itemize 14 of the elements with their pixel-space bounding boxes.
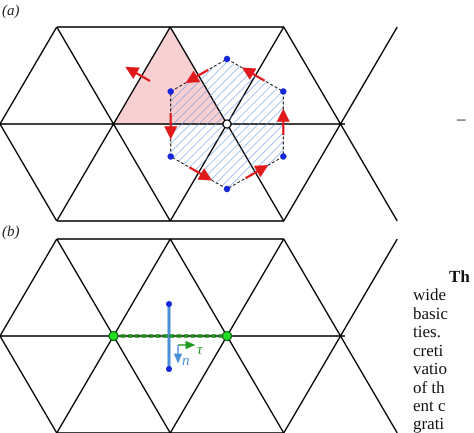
text-fragment: basic: [413, 305, 448, 322]
text-fragment: –: [457, 110, 466, 127]
text-fragment: ties.: [413, 323, 441, 340]
text-fragment: ent c: [413, 397, 446, 414]
panel-label: (b): [2, 225, 20, 240]
text-fragment: of th: [413, 379, 445, 396]
panel-label: (a): [2, 4, 20, 19]
text-fragment: vatio: [413, 360, 447, 377]
text-fragment: creti: [413, 342, 444, 359]
text-fragment: grati: [413, 415, 444, 432]
vector-label: τ: [197, 343, 202, 358]
vector-label: n: [182, 354, 190, 369]
text-fragment: wide: [413, 286, 446, 303]
text-fragment: Th: [449, 268, 470, 285]
